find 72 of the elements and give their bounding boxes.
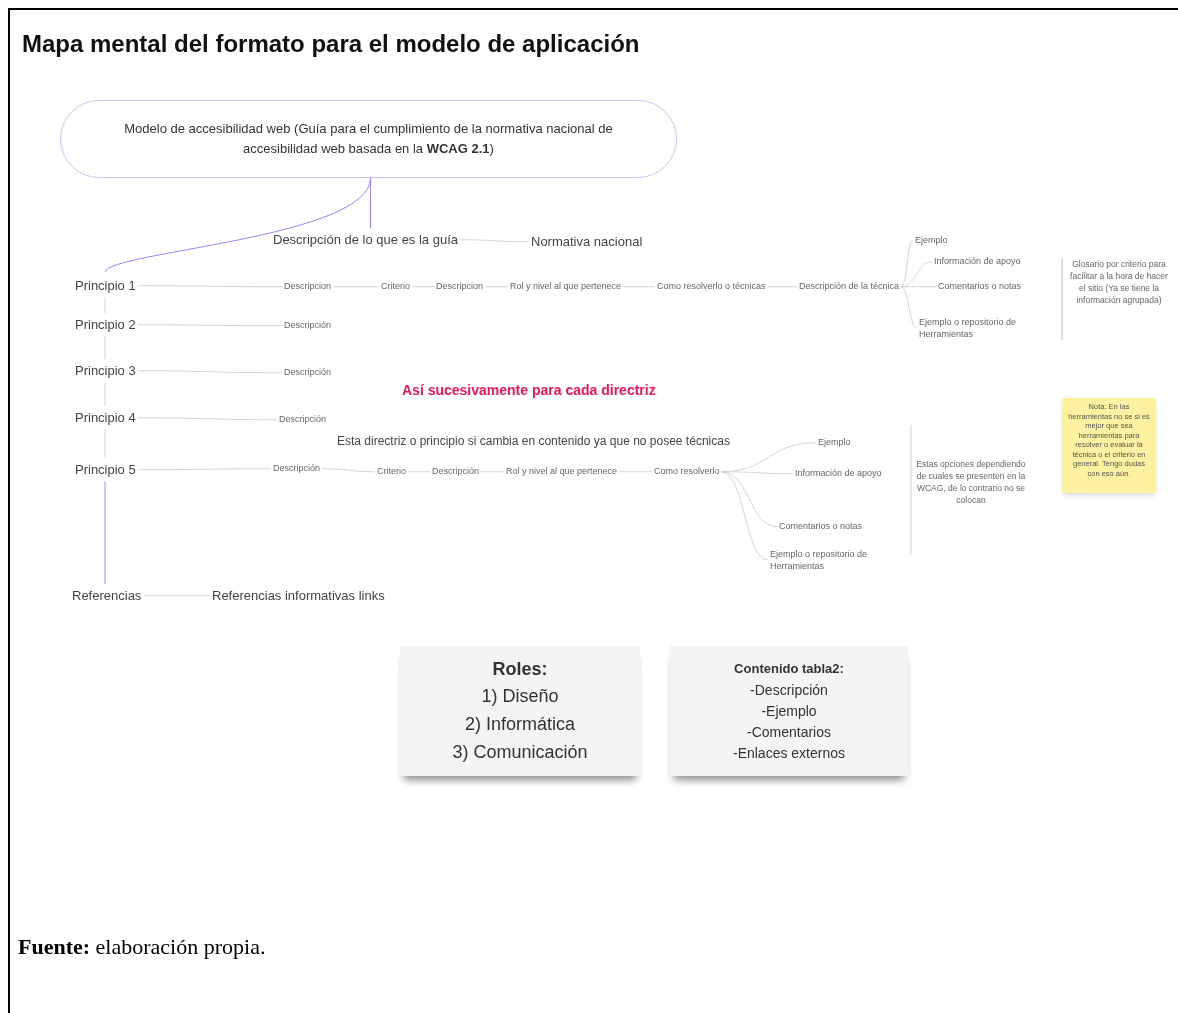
connector-line	[137, 285, 283, 288]
topic-text: Descripción de lo que es la guía	[273, 230, 458, 250]
topic-text: Principio 5	[75, 460, 136, 480]
subtopic-text: Descripción de la técnica	[799, 280, 900, 294]
connector-line	[321, 468, 376, 473]
connector-line	[137, 370, 283, 374]
list-item: -Comentarios	[747, 723, 831, 742]
subtopic-text: Comentarios o notas	[779, 520, 863, 534]
topic-text: Esta directriz o principio si cambia en contenido ya que no posee técnicas	[337, 432, 730, 450]
connector-line	[484, 286, 509, 288]
connector-line	[332, 286, 380, 288]
list-item: -Descripción	[750, 681, 828, 700]
subtopic-text: Como resolverlo o técnicas	[657, 280, 766, 294]
connector-line	[900, 286, 918, 329]
connector-line	[137, 468, 272, 471]
topic-text: Normativa nacional	[531, 232, 643, 252]
text-card	[400, 646, 640, 776]
connector-line	[721, 471, 778, 528]
card-heading: Contenido tabla2:	[734, 660, 844, 678]
connector-line	[900, 286, 937, 288]
connector-line	[900, 240, 914, 288]
list-item: -Enlaces externos	[732, 744, 846, 763]
topic-text: Referencias informativas links	[212, 586, 385, 606]
card-heading: Roles:	[492, 658, 548, 681]
connector-line	[137, 417, 278, 421]
connector-line	[767, 286, 798, 288]
subtopic-text: Ejemplo o repositorio de Herramientas	[770, 548, 890, 572]
connector-line	[104, 481, 106, 585]
subtopic-text: Ejemplo	[818, 436, 851, 450]
text-card	[670, 646, 908, 776]
connector-line	[137, 324, 283, 327]
list-item: 1) Diseño	[481, 685, 559, 708]
subtopic-text: Como resolverlo	[654, 465, 720, 479]
subtopic-text: Rol y nivel al que pertenece	[506, 465, 618, 479]
topic-text: Principio 4	[75, 408, 136, 428]
subtopic-text: Descripción	[284, 366, 332, 380]
topic-text: Referencias	[72, 586, 142, 606]
connector-line	[411, 286, 435, 288]
list-item: 2) Informática	[464, 713, 575, 736]
subtopic-text: Descripción	[279, 413, 327, 427]
subtopic-text: Criterio	[377, 465, 406, 479]
subtopic-text: Comentarios o notas	[938, 280, 1022, 294]
subtopic-text: Descripcion	[436, 280, 484, 294]
subtopic-text: Ejemplo o repositorio de Herramientas	[919, 316, 1044, 340]
topic-text: Principio 1	[75, 276, 136, 296]
connector-line	[480, 471, 505, 473]
topic-text: Principio 2	[75, 315, 136, 335]
subtopic-text: Descripcion	[284, 280, 332, 294]
note-text: Glosario por criterio para facilitar a la hora de hacer el sitio (Ya se tiene la información agrupada)	[1066, 258, 1172, 306]
connector-line	[721, 471, 769, 561]
subtopic-text: Descripción	[284, 319, 332, 333]
subtopic-text: Descripción	[432, 465, 480, 479]
topic-text: Principio 3	[75, 361, 136, 381]
subtopic-text: Descripción	[273, 462, 321, 476]
subtopic-text: Información de apoyo	[795, 467, 882, 481]
connector-line	[618, 471, 653, 473]
connector-line	[142, 595, 211, 597]
list-item: -Ejemplo	[761, 702, 817, 721]
caption: Fuente: elaboración propia.	[18, 933, 266, 961]
connector-line	[459, 239, 530, 243]
note-text: Estas opciones dependiendo de cuales se presenten en la WCAG, de lo contrario no se colocan	[916, 458, 1026, 506]
connector-line	[622, 286, 656, 288]
connector-line	[407, 471, 431, 473]
diagram-title: Mapa mental del formato para el modelo de aplicación	[22, 29, 640, 59]
subtopic-text: Rol y nivel al que pertenece	[510, 280, 622, 294]
subtopic-text: Información de apoyo	[934, 255, 1021, 269]
list-item: 3) Comunicación	[452, 741, 588, 764]
rounded-topic-box: Modelo de accesibilidad web (Guía para el cumplimiento de la normativa nacional de accesibilidad web basada en la WCAG 2.1)	[60, 100, 677, 178]
connector-line	[370, 177, 371, 229]
annotation-text: Así sucesivamente para cada directriz	[402, 381, 656, 400]
subtopic-text: Criterio	[381, 280, 410, 294]
subtopic-text: Ejemplo	[915, 234, 948, 248]
